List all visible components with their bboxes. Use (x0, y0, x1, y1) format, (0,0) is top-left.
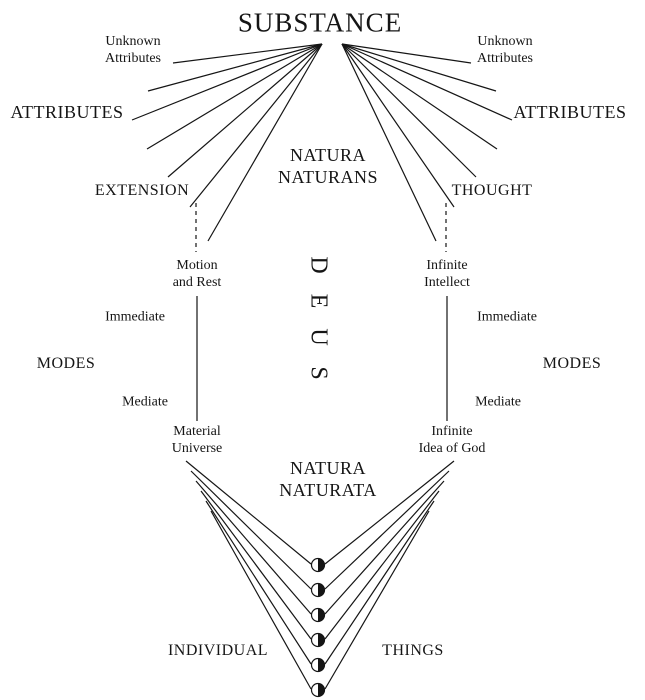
deus-letter-d: D (305, 256, 332, 274)
naturata-fan-right (324, 460, 455, 690)
material-universe-line2: Universe (171, 441, 223, 456)
natura-naturata-line2: NATURATA (279, 480, 377, 500)
natura-naturans-line1: NATURA (289, 145, 367, 166)
mediate-left-label: Mediate (122, 394, 168, 410)
individual-thing-node-icon (310, 557, 326, 573)
mediate-right-label: Mediate (475, 394, 521, 410)
things-label: THINGS (382, 642, 444, 660)
mode-chain-lines (196, 296, 448, 421)
infinite-idea-of-god-line2: Idea of God (418, 441, 486, 456)
deus-letter-e: E (305, 293, 332, 309)
attribute-mode-dashed-links (195, 203, 447, 252)
material-universe-line1: Material (173, 423, 221, 439)
infinite-intellect-label: Infinite Intellect (424, 257, 470, 291)
infinite-idea-of-god-line1: Infinite (431, 423, 473, 439)
unknown-attributes-right-label: Unknown Attributes (477, 33, 533, 67)
individual-label: INDIVIDUAL (167, 642, 269, 660)
infinite-intellect-line2: Intellect (424, 275, 470, 290)
natura-naturans-label: NATURA NATURANS (278, 145, 378, 189)
naturata-fan-left (185, 460, 312, 690)
natura-naturans-line2: NATURANS (277, 167, 379, 187)
attributes-right-label: ATTRIBUTES (513, 102, 627, 123)
deus-letter-s: S (305, 366, 332, 380)
unknown-attributes-left-line1: Unknown (105, 33, 161, 49)
extension-label: EXTENSION (94, 182, 190, 200)
substance-fan-left (131, 43, 323, 242)
motion-and-rest-line1: Motion (176, 257, 218, 273)
individual-thing-node-icon (310, 582, 326, 598)
immediate-left-label: Immediate (105, 309, 165, 325)
infinite-idea-of-god-label: Infinite Idea of God (419, 423, 486, 457)
substance-fan-right (341, 43, 513, 242)
immediate-right-label: Immediate (477, 309, 537, 325)
individual-thing-nodes (310, 557, 326, 698)
infinite-intellect-line1: Infinite (426, 257, 468, 273)
unknown-attributes-right-line1: Unknown (477, 33, 533, 49)
motion-and-rest-line2: and Rest (172, 275, 222, 290)
modes-right-label: MODES (542, 355, 602, 373)
individual-thing-node-icon (310, 657, 326, 673)
attributes-left-label: ATTRIBUTES (10, 102, 124, 123)
individual-thing-node-icon (310, 632, 326, 648)
thought-label: THOUGHT (451, 182, 533, 200)
unknown-attributes-left-label: Unknown Attributes (105, 33, 161, 67)
unknown-attributes-left-line2: Attributes (105, 51, 161, 66)
individual-thing-node-icon (310, 682, 326, 698)
natura-naturata-line1: NATURA (289, 458, 366, 479)
substance-title: SUBSTANCE (237, 7, 403, 38)
natura-naturata-label: NATURA NATURATA (279, 458, 377, 502)
modes-left-label: MODES (36, 355, 96, 373)
deus-letter-u: U (305, 328, 332, 346)
individual-thing-node-icon (310, 607, 326, 623)
motion-and-rest-label: Motion and Rest (173, 257, 222, 291)
unknown-attributes-right-line2: Attributes (477, 51, 533, 66)
material-universe-label: Material Universe (172, 423, 223, 457)
